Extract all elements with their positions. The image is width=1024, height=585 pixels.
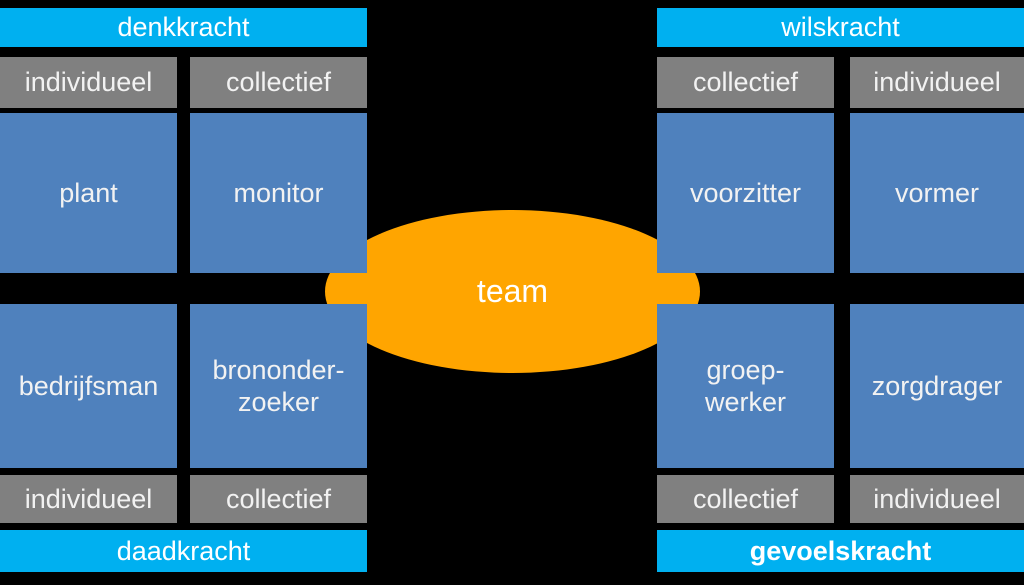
wilskracht-header: wilskracht [657, 8, 1024, 47]
brononderzoeker-box: brononder- zoeker [190, 304, 367, 468]
daadkracht-header: daadkracht [0, 530, 367, 572]
collectief-label-top-left: collectief [190, 57, 367, 108]
plant-box: plant [0, 113, 177, 273]
zorgdrager-box: zorgdrager [850, 304, 1024, 468]
gevoelskracht-header: gevoelskracht [657, 530, 1024, 572]
individueel-label-bottom-left: individueel [0, 475, 177, 523]
individueel-label-top-right: individueel [850, 57, 1024, 108]
individueel-label-top-left: individueel [0, 57, 177, 108]
groepwerker-box: groep- werker [657, 304, 834, 468]
collectief-label-top-right: collectief [657, 57, 834, 108]
individueel-label-bottom-right: individueel [850, 475, 1024, 523]
denkkracht-header: denkkracht [0, 8, 367, 47]
vormer-box: vormer [850, 113, 1024, 273]
monitor-box: monitor [190, 113, 367, 273]
team-ellipse: team [325, 210, 700, 373]
collectief-label-bottom-right: collectief [657, 475, 834, 523]
voorzitter-box: voorzitter [657, 113, 834, 273]
bedrijfsman-box: bedrijfsman [0, 304, 177, 468]
team-label: team [476, 273, 549, 309]
collectief-label-bottom-left: collectief [190, 475, 367, 523]
